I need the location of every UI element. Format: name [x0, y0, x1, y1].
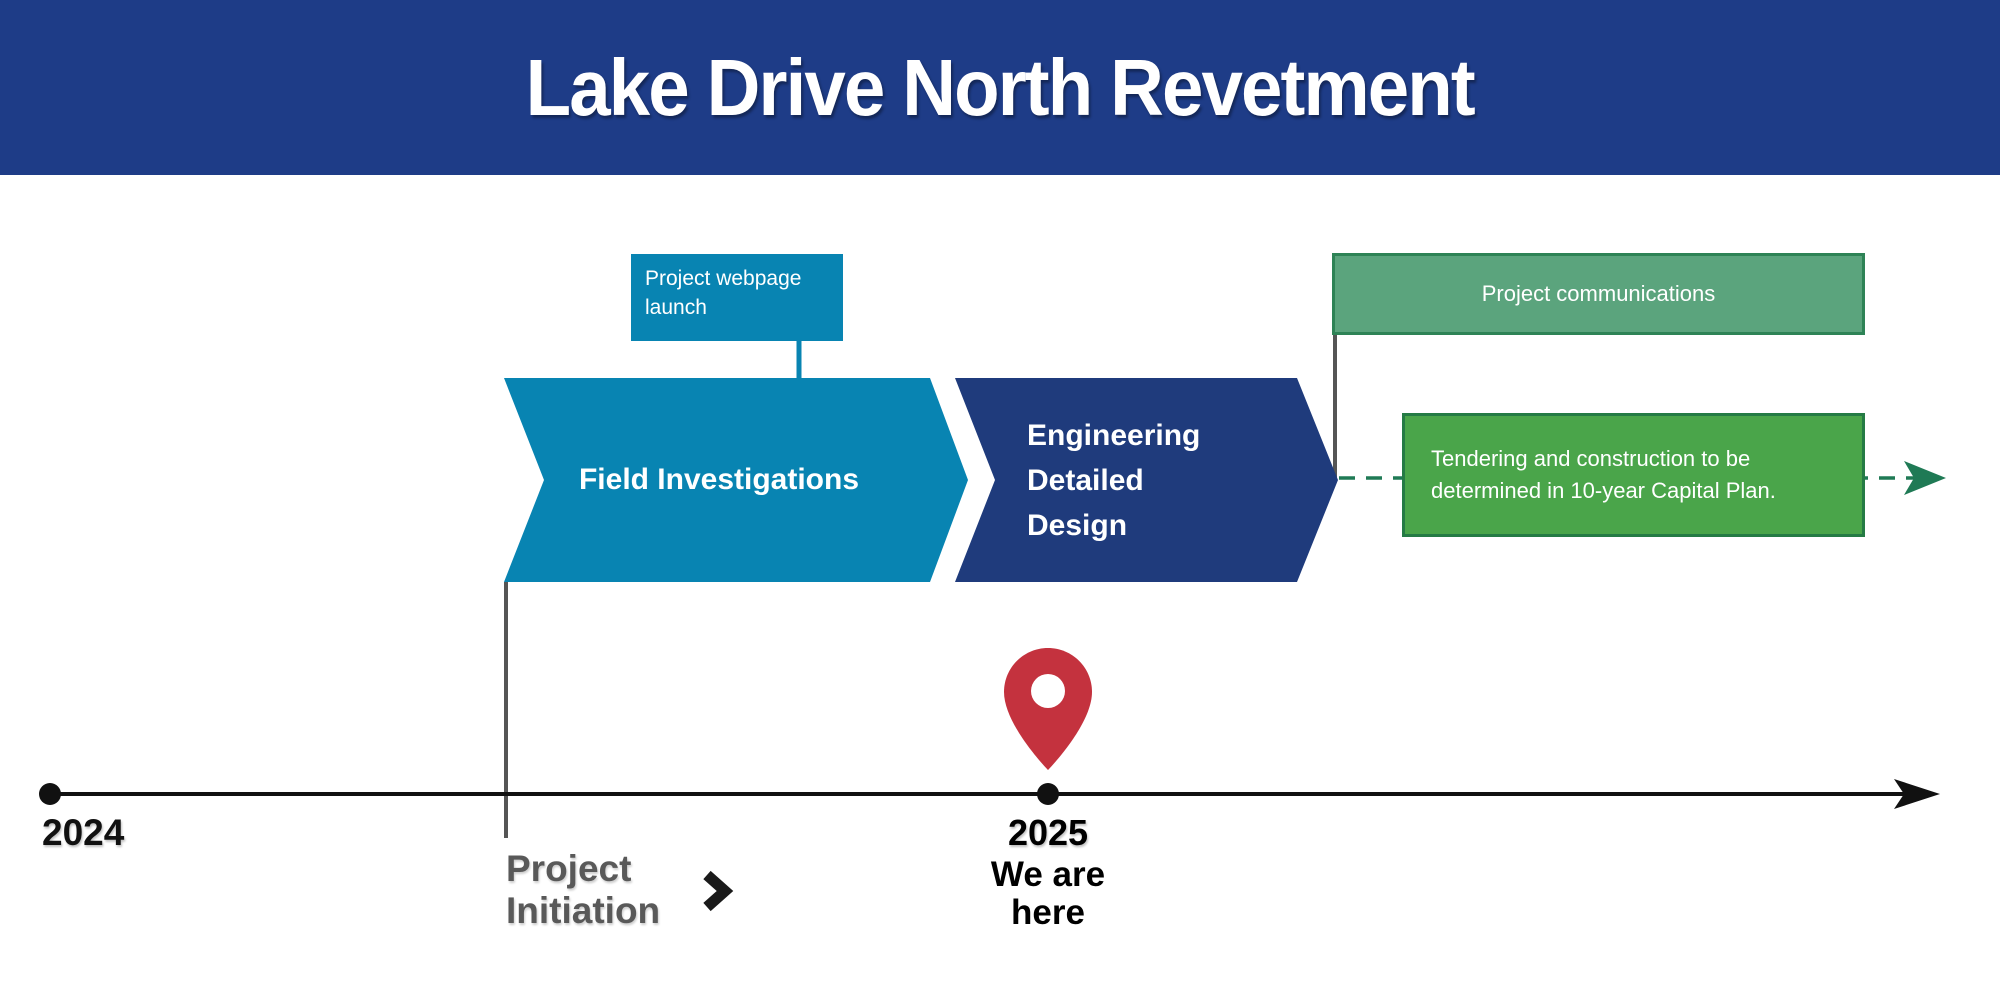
field-investigations-arrow-shape	[504, 378, 968, 582]
engineering-label-line1: Engineering	[1027, 418, 1201, 452]
webpage-launch-callout: Project webpage launch	[631, 254, 843, 341]
header-banner: Lake Drive North Revetment	[0, 0, 2000, 175]
map-pin-icon	[1004, 648, 1092, 770]
phase-field-investigations: Field Investigations	[504, 378, 934, 582]
engineering-arrow-shape	[955, 378, 1338, 582]
we-are-here-label: We are here	[990, 855, 1106, 932]
tendering-label-line2: determined in 10-year Capital Plan.	[1431, 478, 1776, 503]
timeline-start-dot	[39, 783, 61, 805]
webpage-launch-label: Project webpage launch	[645, 267, 802, 319]
field-investigations-label: Field Investigations	[578, 463, 860, 496]
engineering-label-line2: Detailed	[1027, 463, 1144, 497]
project-communications-label: Project communications	[1481, 281, 1716, 306]
dashed-arrow-right-icon	[1904, 461, 1946, 495]
phase-engineering-detailed-design: Engineering Detailed Design	[1027, 378, 1307, 582]
arrow-right-icon	[1894, 779, 1940, 809]
engineering-label-line3: Design	[1027, 508, 1128, 542]
chevron-right-icon	[703, 870, 734, 912]
project-communications-box: Project communications	[1332, 253, 1865, 335]
tendering-box: Tendering and construction to be determi…	[1402, 413, 1865, 537]
project-initiation-label: Project Initiation	[506, 848, 661, 931]
page-title: Lake Drive North Revetment	[525, 42, 1476, 132]
map-pin-hole	[1031, 674, 1065, 708]
timeline-current-marker: 2025 We are here	[948, 812, 1148, 932]
timeline-year-2025: 2025	[1007, 812, 1089, 853]
timeline-year-2024: 2024	[42, 812, 125, 853]
tendering-label-line1: Tendering and construction to be	[1431, 446, 1751, 471]
timeline-current-dot	[1037, 783, 1059, 805]
